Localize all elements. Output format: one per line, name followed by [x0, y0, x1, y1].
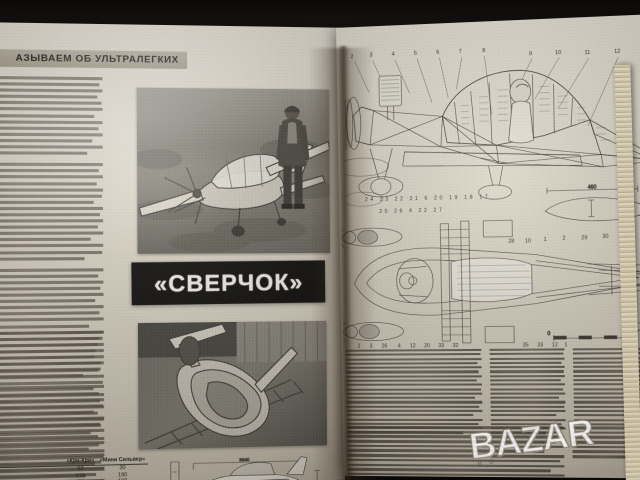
airfoil-chord-dimension: 460 — [588, 184, 597, 190]
callout-2: 2 — [350, 54, 353, 60]
callout-b-35: 35 — [523, 342, 529, 348]
callout-b-33b: 33 — [537, 342, 543, 348]
left-page: АЗЫВАЕМ ОБ УЛЬТРАЛЕГКИХ — [0, 22, 346, 480]
airfoil-section-drawing: 460 — [538, 178, 640, 230]
callout-2b: 2 — [562, 236, 565, 242]
section-kicker: АЗЫВАЕМ ОБ УЛЬТРАЛЕГКИХ — [0, 48, 188, 69]
callout-b-26: 26 — [382, 343, 388, 349]
callout-b-12b: 12 — [552, 342, 558, 348]
photo-aircraft-top-view — [137, 320, 327, 450]
figure-caption-column-1 — [345, 348, 483, 436]
photo-aircraft-with-pilot — [136, 87, 330, 254]
callout-12: 12 — [614, 49, 620, 55]
dimension-label-length: 3940 — [239, 457, 250, 462]
callout-8: 8 — [482, 48, 485, 54]
comparison-table: «Кри-Кри» «Мини Сильвер» я. с. 50 30 — [0, 456, 149, 480]
callout-3: 3 — [369, 52, 372, 58]
open-magazine: АЗЫВАЕМ ОБ УЛЬТРАЛЕГКИХ — [0, 13, 640, 480]
callout-b-4: 4 — [398, 343, 401, 349]
callout-10b: 10 — [525, 238, 531, 244]
callout-1: 1 — [544, 237, 547, 243]
callout-4: 4 — [392, 52, 395, 58]
callout-b-12: 12 — [410, 343, 416, 349]
article-title-bar: «СВЕРЧОК» — [131, 260, 326, 306]
article-title: «СВЕРЧОК» — [153, 268, 304, 297]
right-page: 2 3 4 5 6 7 8 9 10 11 12 — [336, 13, 640, 479]
callout-30: 30 — [602, 234, 608, 240]
callout-row-mid-2: 25 26 4 22 27 — [379, 207, 445, 215]
callout-5: 5 — [414, 51, 417, 57]
callout-11: 11 — [584, 50, 590, 56]
figure-caption-column-2 — [489, 348, 566, 436]
callout-b-32: 32 — [453, 343, 459, 349]
top-view-structural-drawing: 0 28 — [341, 213, 640, 350]
callout-28: 28 — [508, 239, 514, 245]
scale-bar-zero: 0 — [547, 331, 550, 337]
callout-b-20: 20 — [424, 343, 430, 349]
section-kicker-label: АЗЫВАЕМ ОБ УЛЬТРАЛЕГКИХ — [15, 52, 179, 66]
callout-9: 9 — [529, 51, 532, 57]
three-view-drawing: 3940 — [169, 452, 342, 480]
callout-b-33: 33 — [438, 343, 444, 349]
callout-29: 29 — [581, 235, 587, 241]
table-body: я. с. 50 30 170 190 72 — [0, 464, 148, 480]
callout-10: 10 — [555, 50, 561, 56]
callout-b-1: 1 — [564, 342, 567, 348]
callout-7: 7 — [459, 49, 462, 55]
right-column-body-1 — [346, 425, 565, 479]
callout-6: 6 — [436, 50, 439, 56]
